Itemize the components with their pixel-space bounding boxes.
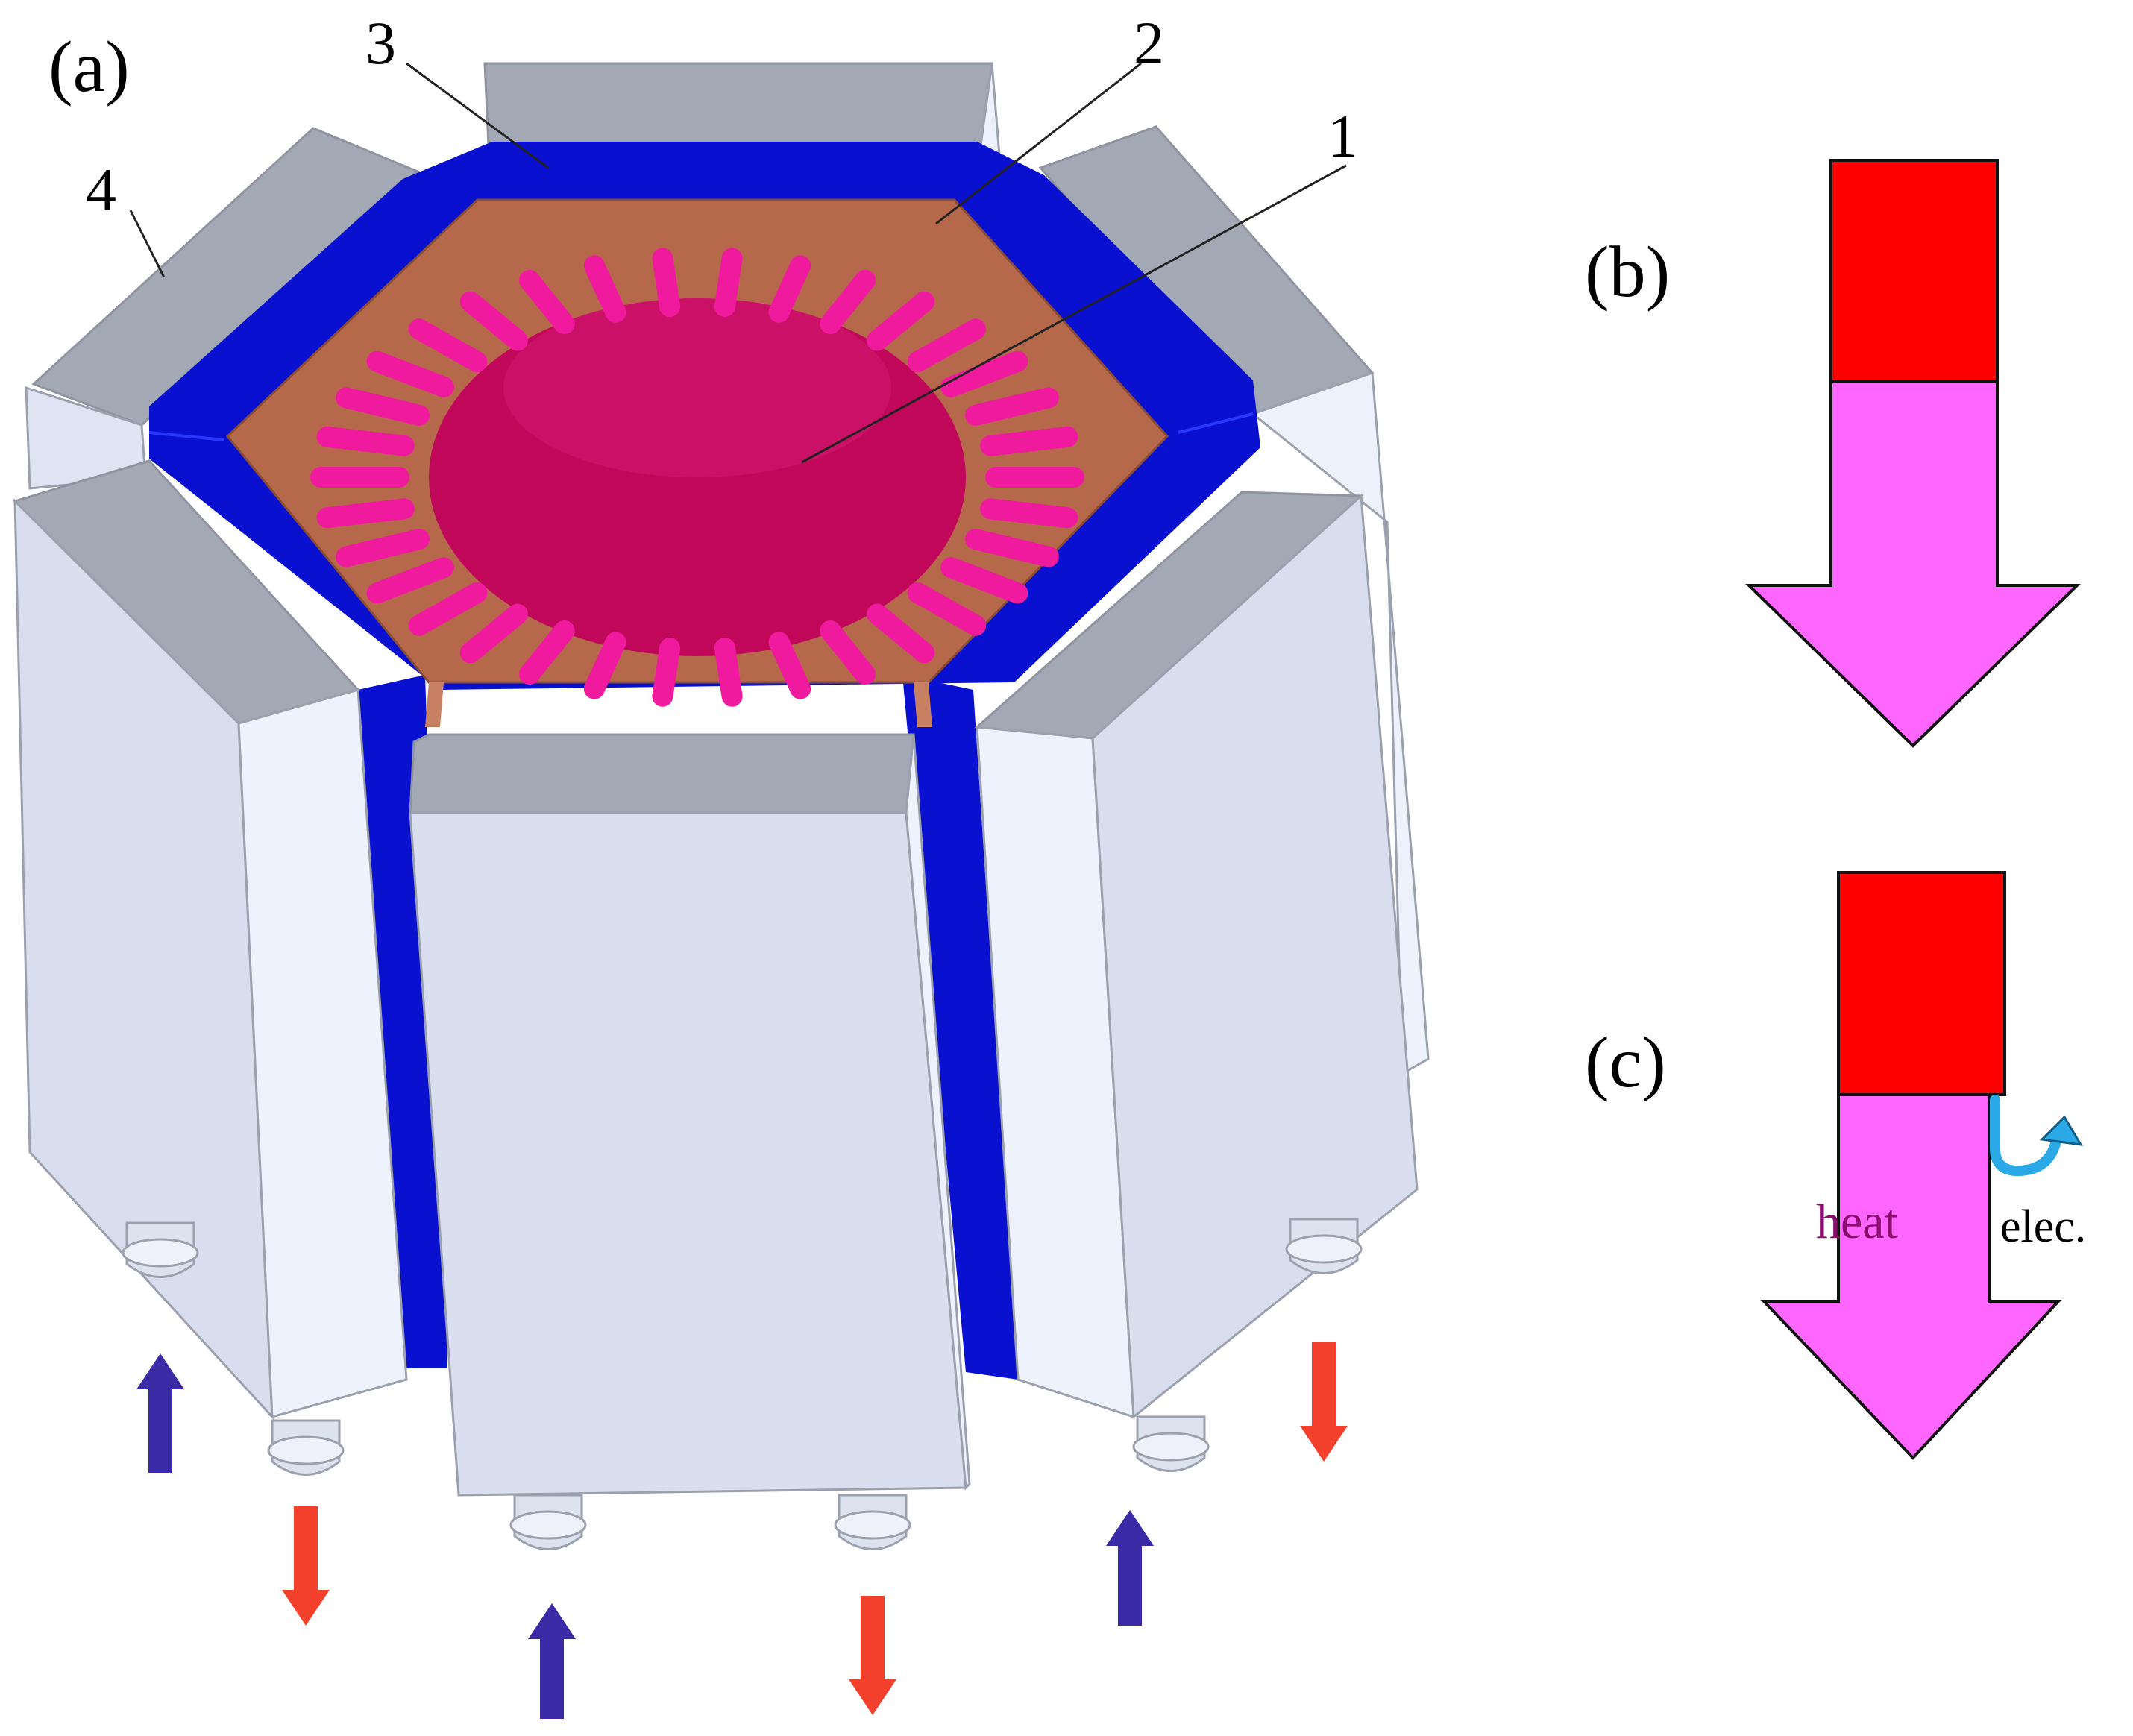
coolant-outlet-arrow-head — [849, 1679, 896, 1715]
coolant-inlet-arrow-icon — [1118, 1546, 1142, 1626]
electricity-arrow-head — [2039, 1115, 2083, 1146]
radial-fin — [316, 498, 415, 529]
panel-a: (a) 1 2 3 4 — [13, 9, 1430, 1719]
coolant-inlet-arrow-head — [136, 1353, 184, 1389]
radial-fin — [907, 582, 987, 636]
back-center-module-cap — [483, 62, 993, 147]
callout-3: 3 — [365, 9, 396, 77]
panel-b: (b) — [1585, 159, 2081, 748]
heat-flow-arrow-c — [1760, 1093, 2062, 1460]
callout-2: 2 — [1134, 9, 1164, 77]
panel-a-label: (a) — [48, 27, 130, 107]
coolant-inlet-arrow-icon — [540, 1639, 564, 1719]
hex-plate-edge-left — [425, 682, 444, 727]
radial-fin — [459, 603, 528, 664]
radial-fin — [940, 350, 1028, 397]
coolant-arrows — [136, 1342, 1348, 1719]
back-left-module-cap — [31, 127, 420, 427]
front-center-module-cap — [409, 733, 915, 814]
elec-label: elec. — [2000, 1201, 2086, 1252]
leader-4 — [129, 210, 166, 278]
front-left-module — [13, 459, 408, 1421]
front-right-module-front — [1091, 493, 1419, 1419]
radial-fin — [583, 255, 626, 323]
radial-fin — [980, 426, 1078, 456]
radial-fin — [768, 255, 811, 323]
radial-fin — [583, 632, 626, 699]
panel-c-label: (c) — [1585, 1022, 1666, 1103]
radial-fin — [408, 318, 488, 373]
back-right-module-side — [1250, 371, 1430, 1076]
radial-fin — [459, 291, 528, 351]
coolant-inlet-arrow-head — [1106, 1510, 1154, 1546]
coolant-pipe-rim — [267, 1435, 345, 1465]
coolant-pipes — [122, 1218, 1363, 1550]
coolant-outlet-arrow-icon — [1312, 1342, 1336, 1426]
radial-fin — [980, 498, 1078, 529]
front-left-module-side — [237, 688, 408, 1418]
insulator-strip-right — [902, 675, 1018, 1380]
radial-fin — [714, 638, 743, 707]
coolant-pipe-rim — [509, 1510, 587, 1540]
insulator-edge — [1178, 412, 1254, 434]
radial-fin — [965, 387, 1059, 426]
callout-1: 1 — [1328, 102, 1358, 170]
radial-fin — [336, 529, 430, 567]
hex-plate-edge-right — [914, 682, 932, 727]
heat-source-c — [1837, 871, 2006, 1096]
electricity-curved-arrow-icon — [1990, 1095, 2062, 1177]
radial-fin — [652, 248, 681, 317]
coolant-pipe-rim — [1285, 1234, 1363, 1264]
callout-leaders — [129, 62, 1347, 464]
radial-fin — [940, 557, 1028, 604]
leader-2 — [935, 62, 1142, 225]
coolant-outlet-arrow-icon — [294, 1506, 318, 1590]
front-center-module-front — [409, 811, 967, 1497]
callout-4: 4 — [86, 156, 116, 224]
radial-fin — [366, 350, 454, 397]
heat-flow-arrow-b — [1745, 380, 2081, 748]
coolant-pipe-rim — [1132, 1432, 1210, 1462]
coolant-inlet-arrow-head — [528, 1603, 576, 1639]
front-right-module — [974, 491, 1419, 1419]
leader-1 — [801, 164, 1347, 464]
core-highlight — [503, 298, 891, 477]
radial-fin — [336, 387, 430, 426]
heat-source-b — [1829, 159, 1999, 383]
radial-fin — [714, 248, 743, 317]
back-left-module — [25, 127, 420, 490]
radial-fin — [518, 269, 575, 335]
insulator-edge — [148, 431, 224, 441]
coolant-pipe-rim — [834, 1510, 911, 1540]
panel-c: (c) heat elec. — [1585, 871, 2086, 1460]
radial-fin — [366, 557, 454, 604]
radial-fin — [768, 632, 811, 699]
coolant-pipe-rim — [122, 1238, 199, 1268]
front-center-module — [409, 733, 971, 1497]
coolant-outlet-arrow-icon — [861, 1596, 885, 1679]
radial-fin — [820, 269, 876, 335]
heat-label: heat — [1816, 1195, 1898, 1249]
radial-fin — [965, 529, 1059, 567]
radial-fin — [820, 620, 876, 685]
radial-fin — [518, 620, 575, 685]
leader-3 — [406, 62, 549, 169]
radial-fin — [867, 291, 935, 351]
coolant-inlet-arrow-icon — [148, 1389, 172, 1473]
radial-fin — [408, 582, 488, 636]
panel-b-label: (b) — [1585, 232, 1670, 312]
radial-fin — [907, 318, 987, 373]
fin-ring — [310, 248, 1084, 707]
radial-fin — [652, 638, 681, 707]
front-center-module-edge — [905, 734, 971, 1491]
radial-fin — [316, 426, 415, 456]
radial-fin — [867, 603, 935, 664]
coolant-outlet-arrow-head — [282, 1590, 330, 1626]
coolant-outlet-arrow-head — [1300, 1426, 1348, 1462]
